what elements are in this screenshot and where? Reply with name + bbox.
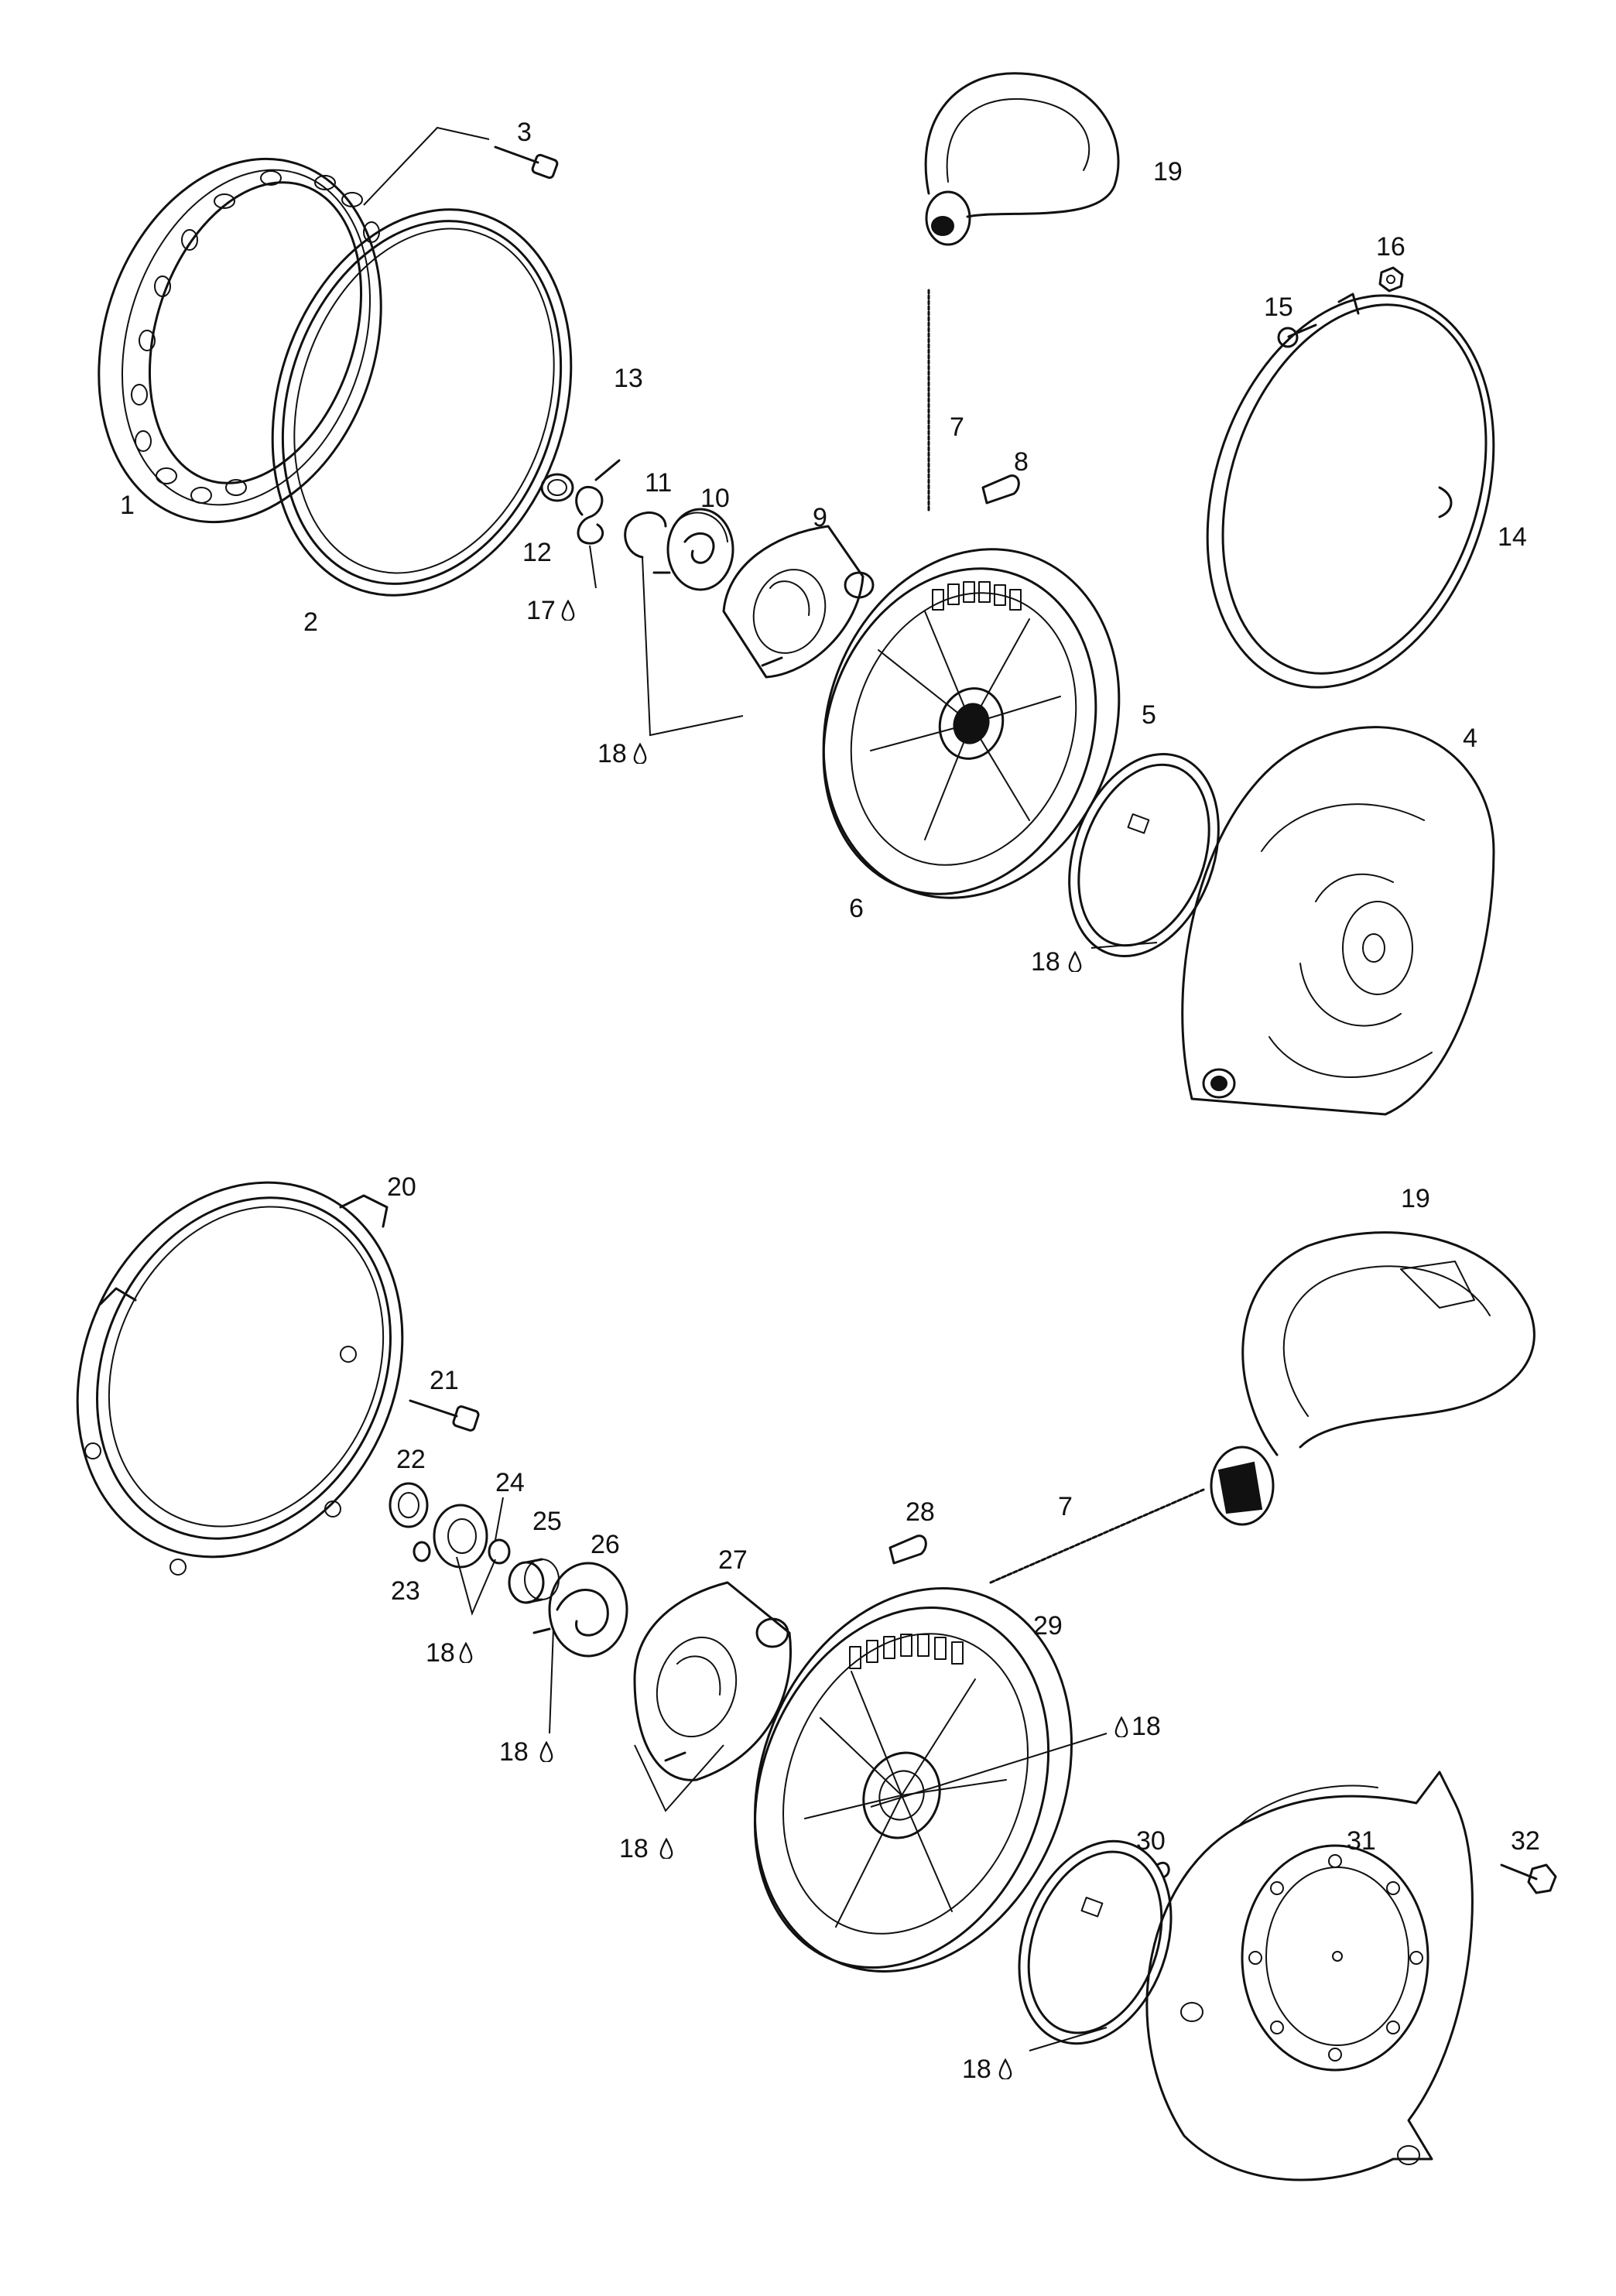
label-part-22: 22 — [396, 1445, 426, 1474]
label-part-15: 15 — [1264, 293, 1293, 322]
part-5-recoil-spring — [1068, 752, 1220, 958]
label-part-16: 16 — [1376, 232, 1405, 262]
part-9-cam-plate — [722, 525, 875, 679]
label-part-13: 13 — [614, 364, 643, 393]
part-27-cam-plate — [633, 1581, 792, 1781]
part-4-cover — [1181, 726, 1495, 1116]
oil-drop-icon — [561, 600, 575, 621]
part-24-ring — [488, 1538, 511, 1565]
part-12-13-spring-washer — [540, 459, 621, 545]
label-part-7-lower: 7 — [1058, 1492, 1073, 1521]
oil-drop-icon — [633, 743, 647, 764]
part-19-handle-lower — [1210, 1231, 1536, 1526]
oil-drop-icon — [539, 1741, 553, 1762]
part-7-rope-lower — [989, 1488, 1205, 1584]
label-part-19-lower: 19 — [1401, 1184, 1430, 1213]
label-part-18-upper-pawl: 18 — [597, 739, 627, 768]
oil-drop-icon — [1114, 1716, 1128, 1737]
label-part-18-upper-spring: 18 — [1031, 947, 1060, 977]
oil-drop-icon — [659, 1838, 673, 1859]
label-part-23: 23 — [391, 1576, 420, 1606]
upper-assembly — [98, 72, 1495, 1116]
label-part-24: 24 — [495, 1468, 525, 1497]
label-part-10: 10 — [700, 484, 730, 513]
part-2-ring — [271, 208, 573, 597]
part-23-washer — [413, 1504, 488, 1569]
label-part-18-lower-washers: 18 — [426, 1638, 455, 1668]
part-6-pulley — [822, 548, 1121, 899]
part-11-circlip — [624, 512, 667, 559]
part-15-screw — [1277, 323, 1317, 348]
label-part-5: 5 — [1142, 700, 1156, 730]
label-part-31: 31 — [1347, 1826, 1376, 1856]
oil-drop-icon — [998, 2058, 1012, 2079]
label-part-18-lower-pulley: 18 — [1132, 1712, 1161, 1741]
part-21-screw — [409, 1399, 480, 1432]
part-3-screw — [494, 145, 559, 180]
label-part-18-lower-pawl: 18 — [499, 1737, 529, 1767]
oil-drop-icon — [459, 1642, 473, 1663]
part-22-washer — [389, 1482, 429, 1528]
part-32-bolt — [1500, 1863, 1557, 1894]
label-part-3: 3 — [517, 118, 532, 147]
label-part-25: 25 — [532, 1507, 562, 1536]
label-part-7-upper: 7 — [950, 412, 964, 442]
label-part-18-lower-cam: 18 — [619, 1834, 649, 1863]
part-8-cap — [981, 474, 1020, 505]
part-31-fan-cover — [1145, 1771, 1474, 2181]
label-part-12: 12 — [522, 538, 552, 567]
label-part-14: 14 — [1498, 522, 1527, 552]
part-30-recoil-spring — [1018, 1839, 1173, 2045]
part-20-housing — [76, 1181, 404, 1576]
label-part-4: 4 — [1463, 724, 1477, 753]
label-part-6: 6 — [849, 894, 864, 923]
label-part-30: 30 — [1136, 1826, 1166, 1856]
part-10-pawl — [652, 508, 734, 591]
label-part-17: 17 — [526, 596, 556, 625]
label-part-21: 21 — [430, 1366, 459, 1395]
part-26-pawl — [532, 1562, 628, 1658]
label-part-11: 11 — [645, 468, 672, 498]
label-part-8: 8 — [1014, 447, 1029, 477]
label-part-2: 2 — [303, 607, 318, 637]
label-part-20: 20 — [387, 1172, 416, 1202]
callout-labels: 1 2 3 4 5 6 7 8 9 10 11 12 13 14 15 16 1… — [120, 118, 1540, 2084]
lower-assembly — [76, 1181, 1557, 2181]
label-part-26: 26 — [591, 1530, 620, 1559]
label-part-1: 1 — [120, 491, 135, 520]
label-part-32: 32 — [1511, 1826, 1540, 1856]
part-1-flange — [98, 157, 382, 524]
part-14-clamp-band — [1206, 293, 1495, 689]
part-19-handle-upper — [924, 72, 1120, 246]
label-part-9: 9 — [813, 503, 827, 532]
part-28-cap — [888, 1535, 927, 1565]
label-part-27: 27 — [718, 1545, 748, 1575]
label-part-19-upper: 19 — [1153, 157, 1183, 186]
oil-drop-icon — [1068, 951, 1082, 972]
label-part-29: 29 — [1033, 1611, 1063, 1641]
label-part-28: 28 — [906, 1497, 935, 1527]
part-16-nut — [1378, 266, 1404, 293]
part-29-pulley — [753, 1587, 1108, 1973]
label-part-18-lower-spring: 18 — [962, 2055, 991, 2084]
